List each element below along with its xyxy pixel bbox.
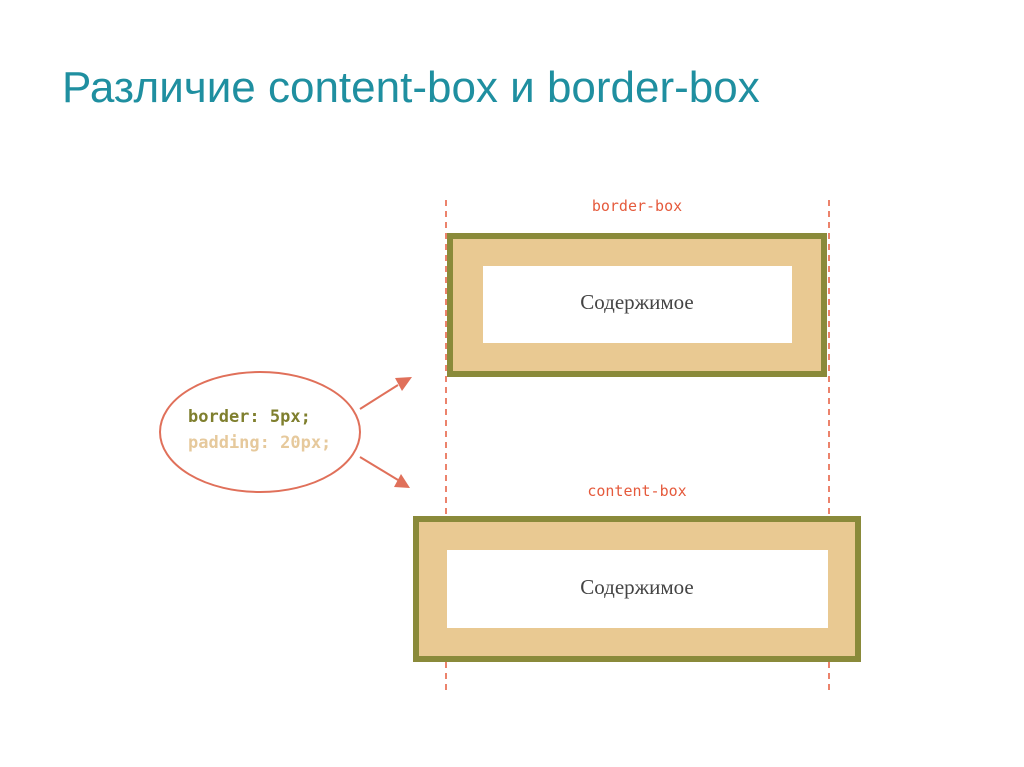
border-box-example: Содержимое [447,233,827,377]
arrow-to-content-box [359,456,399,481]
arrow-head-up [395,377,412,391]
content-box-label: content-box [587,482,686,500]
arrow-to-border-box [359,384,399,410]
callout-border-rule: border: 5px; [188,407,311,427]
border-box-content-text: Содержимое [580,290,694,314]
content-box-content-area [447,550,828,628]
border-box-label: border-box [592,197,682,215]
content-box-content-text: Содержимое [580,575,694,599]
callout-ellipse [159,371,361,493]
arrow-head-down [394,474,410,488]
callout-padding-rule: padding: 20px; [188,433,331,453]
border-box-content-area [483,266,792,343]
slide-title: Различие content-box и border-box [62,63,760,112]
content-box-example: Содержимое [413,516,861,662]
